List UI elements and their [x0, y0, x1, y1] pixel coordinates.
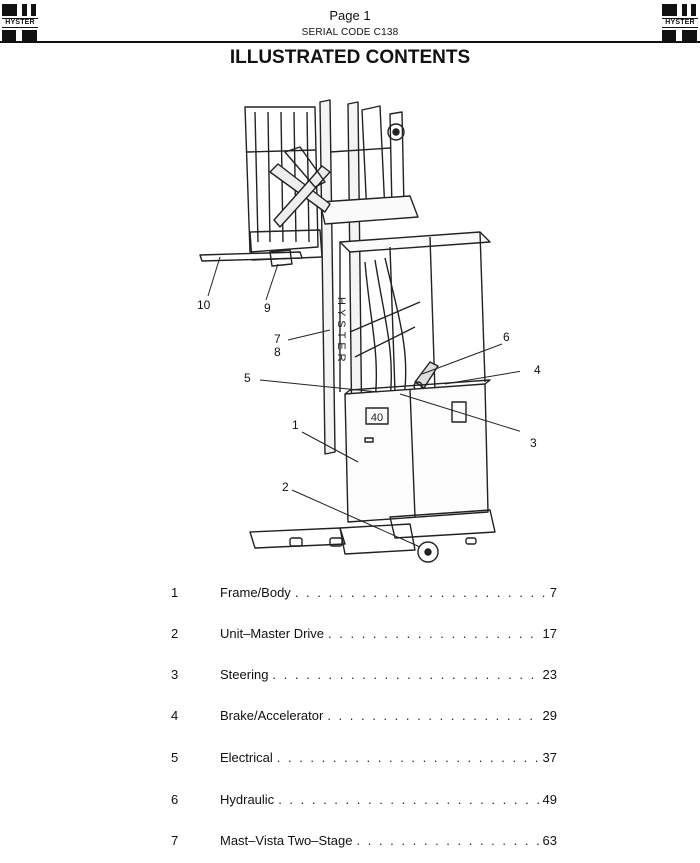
callout-5: 5 — [244, 371, 251, 385]
hyster-logo-left: HYSTER — [2, 4, 38, 42]
callout-10: 10 — [197, 298, 211, 312]
item-page: 29 — [542, 708, 557, 723]
list-item[interactable]: 4 Brake/Accelerator. . . . . . . . . . .… — [0, 708, 700, 726]
page-number: Page 1 — [329, 8, 371, 23]
item-page: 23 — [542, 667, 557, 682]
list-item[interactable]: 3 Steering. . . . . . . . . . . . . . . … — [0, 667, 700, 685]
list-item[interactable]: 2 Unit–Master Drive. . . . . . . . . . .… — [0, 626, 700, 644]
dot-leader: . . . . . . . . . . . . . . . . . . . . … — [356, 833, 539, 848]
logo-text: HYSTER — [2, 18, 38, 28]
list-item[interactable]: 6 Hydraulic. . . . . . . . . . . . . . .… — [0, 792, 700, 810]
item-number: 5 — [171, 750, 179, 765]
callout-4: 4 — [534, 363, 541, 377]
item-page: 37 — [542, 750, 557, 765]
dot-leader: . . . . . . . . . . . . . . . . . . . . … — [278, 792, 538, 807]
mast-lettering: HYSTER — [335, 297, 347, 366]
serial-code: SERIAL CODE C138 — [301, 27, 399, 38]
item-label: Frame/Body — [220, 585, 291, 600]
item-label: Hydraulic — [220, 792, 275, 807]
callout-8: 8 — [274, 345, 281, 359]
dot-leader: . . . . . . . . . . . . . . . . . . . . … — [276, 750, 539, 765]
item-page: 17 — [542, 626, 557, 641]
callout-7: 7 — [274, 332, 281, 346]
item-number: 1 — [171, 585, 179, 600]
list-item[interactable]: 7 Mast–Vista Two–Stage. . . . . . . . . … — [0, 833, 700, 851]
item-label: Unit–Master Drive — [220, 626, 325, 641]
dot-leader: . . . . . . . . . . . . . . . . . . . . … — [294, 585, 546, 600]
item-page: 63 — [542, 833, 557, 848]
truck-illustration: 40 HYSTER — [199, 99, 520, 563]
item-page: 49 — [542, 792, 557, 807]
callout-1: 1 — [292, 418, 299, 432]
logo-text: HYSTER — [662, 18, 698, 28]
dot-leader: . . . . . . . . . . . . . . . . . . . . … — [328, 626, 539, 641]
hyster-logo-right: HYSTER — [662, 4, 698, 42]
list-item[interactable]: 1 Frame/Body. . . . . . . . . . . . . . … — [0, 585, 700, 603]
page-title: ILLUSTRATED CONTENTS — [229, 47, 471, 68]
item-number: 2 — [171, 626, 179, 641]
item-label: Electrical — [220, 750, 273, 765]
item-page: 7 — [549, 585, 557, 600]
item-label: Steering — [220, 667, 269, 682]
callout-2: 2 — [282, 480, 289, 494]
item-label: Brake/Accelerator — [220, 708, 324, 723]
list-item[interactable]: 5 Electrical. . . . . . . . . . . . . . … — [0, 750, 700, 768]
item-number: 4 — [171, 708, 179, 723]
battery-label: 40 — [371, 412, 383, 424]
dot-leader: . . . . . . . . . . . . . . . . . . . . … — [327, 708, 538, 723]
dot-leader: . . . . . . . . . . . . . . . . . . . . … — [272, 667, 538, 682]
callout-6: 6 — [503, 330, 510, 344]
item-number: 6 — [171, 792, 179, 807]
header-rule — [0, 41, 700, 43]
item-number: 7 — [171, 833, 179, 848]
item-label: Mast–Vista Two–Stage — [220, 833, 353, 848]
callout-3: 3 — [530, 436, 537, 450]
callout-9: 9 — [264, 301, 271, 315]
item-number: 3 — [171, 667, 179, 682]
